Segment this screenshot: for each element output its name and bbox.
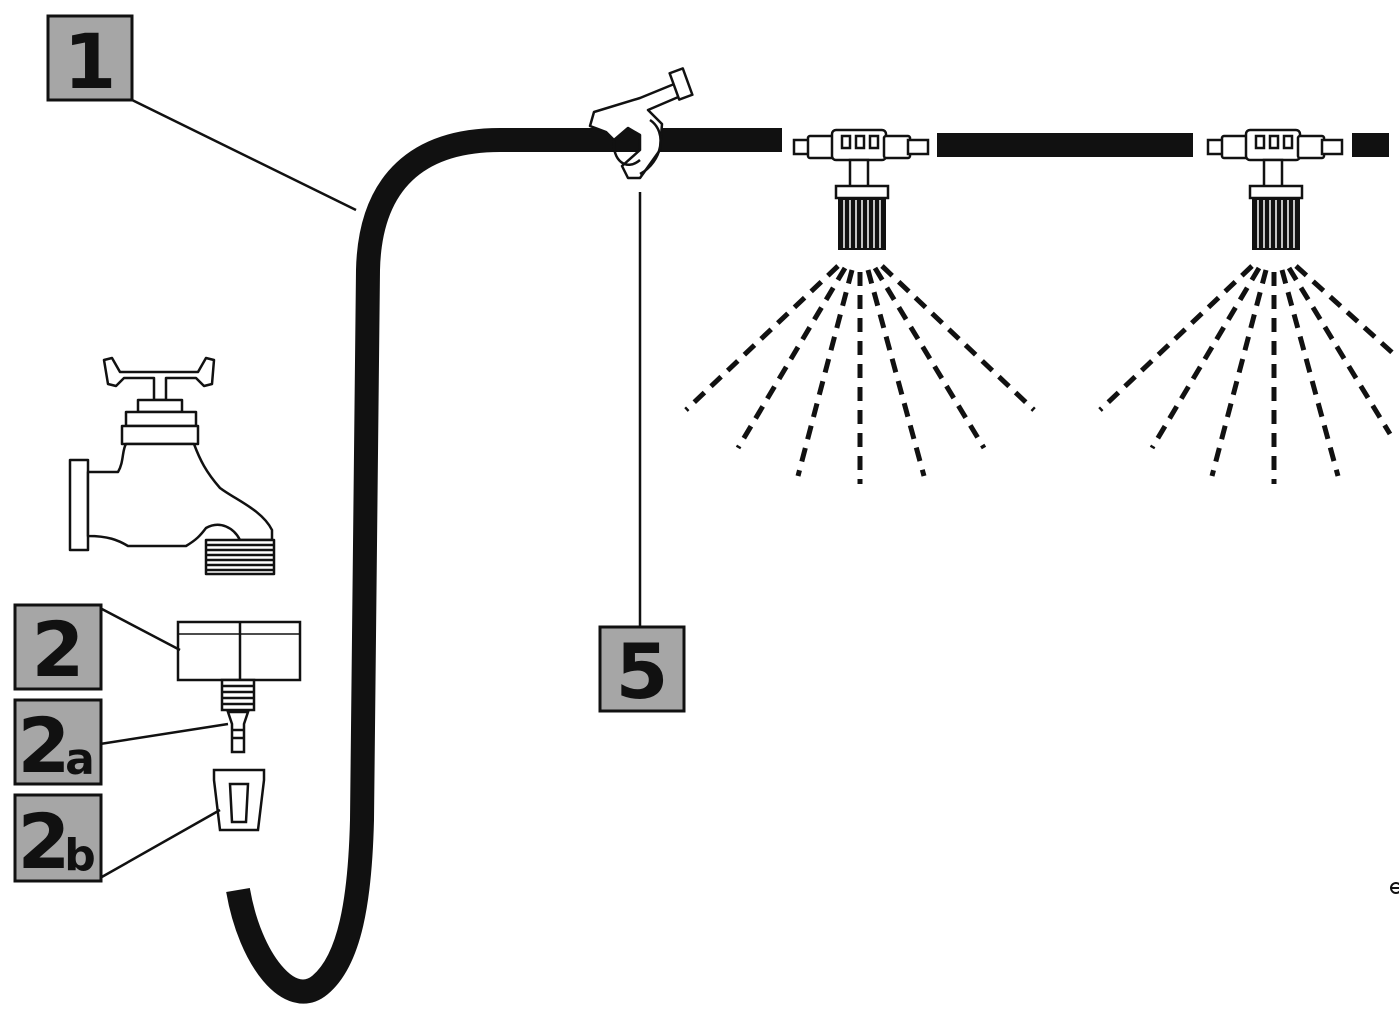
water-tap (68, 356, 276, 576)
label-2b: 2 b (13, 793, 103, 886)
leader-line-2b (99, 808, 221, 880)
mist-nozzle-2 (1098, 128, 1398, 484)
mist-nozzle-1 (684, 128, 1036, 484)
nozzle-head (838, 198, 886, 250)
hose (226, 128, 1389, 1004)
label-2a: 2 a (13, 698, 103, 790)
hose-segment-end (1352, 133, 1389, 157)
label-5-text: 5 (616, 627, 669, 716)
tee-connector (792, 128, 930, 200)
leader-line-1 (127, 96, 357, 212)
label-5: 5 (598, 625, 686, 716)
mist-spray-1 (684, 264, 1036, 484)
label-1: 1 (46, 14, 134, 106)
label-1-text: 1 (64, 17, 117, 106)
label-2a-sub: a (65, 734, 95, 785)
label-2b-main: 2 (18, 797, 71, 886)
wall-plate (68, 458, 90, 552)
hose-clip (588, 67, 694, 180)
nozzle-head (1252, 198, 1300, 250)
mist-spray-2 (1098, 264, 1398, 484)
label-2b-sub: b (64, 830, 96, 881)
label-2-text: 2 (32, 605, 85, 694)
leader-line-2 (99, 606, 181, 652)
hose-curve (226, 128, 782, 1004)
hose-nut (212, 768, 266, 832)
edge-mark (1390, 882, 1399, 894)
label-2: 2 (13, 603, 103, 694)
hose-segment-middle (937, 133, 1193, 157)
leader-line-2a (99, 722, 229, 746)
tap-adapter (176, 620, 302, 712)
tee-connector (1206, 128, 1344, 200)
label-2a-main: 2 (18, 701, 71, 790)
hose-barb (226, 710, 250, 754)
tap-thread (204, 538, 276, 576)
